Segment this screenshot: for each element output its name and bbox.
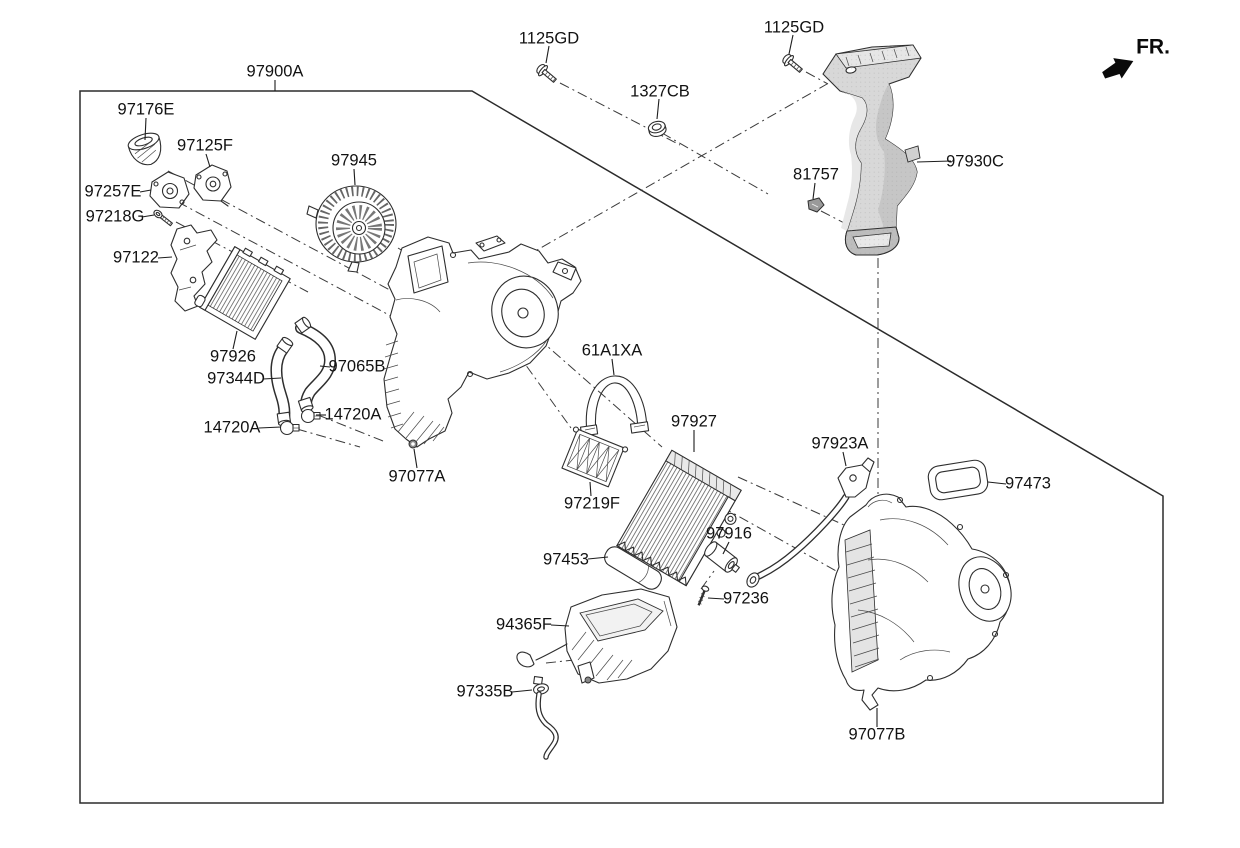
part-label-97900A[interactable]: 97900A [247, 62, 304, 80]
part-97453-insulator-drawing [604, 546, 662, 590]
part-1327CB-nut-drawing [647, 120, 667, 138]
part-97122-bracket-drawing [170, 224, 218, 312]
part-97257E-actuator-drawing [149, 171, 190, 209]
part-97077A-front-case-drawing [383, 235, 582, 449]
part-97176E-grommet-drawing [127, 132, 162, 166]
part-97125F-actuator-drawing [193, 164, 232, 207]
part-label-97077B[interactable]: 97077B [849, 725, 906, 743]
part-label-97930C[interactable]: 97930C [946, 152, 1004, 170]
part-label-97335B[interactable]: 97335B [457, 682, 514, 700]
part-97916-sensor-drawing [704, 541, 740, 573]
part-97930C-rear-duct-drawing [822, 44, 922, 256]
part-97236-screw-drawing [697, 585, 710, 606]
part-label-97344D[interactable]: 97344D [207, 369, 265, 387]
fr-direction-indicator: FR. [1102, 36, 1170, 79]
part-97927-evaporator-drawing [616, 449, 742, 587]
part-97077B-rear-case-drawing [831, 493, 1012, 711]
part-label-97916[interactable]: 97916 [706, 524, 752, 542]
part-label-97122[interactable]: 97122 [113, 248, 159, 266]
fr-label: FR. [1136, 36, 1170, 59]
part-label-1125GD-2[interactable]: 1125GD [764, 18, 824, 36]
part-label-14720A-1[interactable]: 14720A [325, 405, 382, 423]
part-label-97923A[interactable]: 97923A [812, 434, 869, 452]
part-label-97945[interactable]: 97945 [331, 151, 377, 169]
part-label-97219F[interactable]: 97219F [564, 494, 620, 512]
part-97923A-drain-tube-drawing [746, 457, 875, 588]
part-label-97473[interactable]: 97473 [1005, 474, 1051, 492]
part-label-97926[interactable]: 97926 [210, 347, 256, 365]
part-61A1XA-bracket-drawing [579, 375, 650, 437]
part-label-97236[interactable]: 97236 [723, 589, 769, 607]
part-label-97176E[interactable]: 97176E [118, 100, 175, 118]
diagram-border [79, 90, 1164, 804]
part-1125GD-bolt-left-drawing [533, 61, 560, 87]
leader-lines [139, 34, 1007, 727]
part-label-97125F[interactable]: 97125F [177, 136, 233, 154]
part-14720A-clamp-left-drawing [279, 420, 300, 436]
part-97926-heater-core-drawing [194, 246, 291, 340]
part-1125GD-bolt-right-drawing [779, 51, 806, 77]
part-label-97453[interactable]: 97453 [543, 550, 589, 568]
part-97335B-drain-hose-drawing [533, 675, 559, 760]
part-label-61A1XA[interactable]: 61A1XA [582, 341, 643, 359]
part-label-97065B[interactable]: 97065B [329, 357, 386, 375]
part-97945-blower-motor-drawing [306, 185, 397, 273]
part-label-94365F[interactable]: 94365F [496, 615, 552, 633]
part-81757-clip-drawing [807, 197, 825, 213]
part-97065B-hose-drawing [294, 316, 337, 413]
part-label-97077A[interactable]: 97077A [389, 467, 446, 485]
part-97218G-screw-drawing [153, 209, 173, 227]
part-97344D-hose-drawing [270, 336, 294, 427]
part-label-1125GD-1[interactable]: 1125GD [519, 29, 579, 47]
fr-arrow-icon [1102, 58, 1134, 79]
part-97219F-filter-drawing [561, 426, 629, 488]
part-label-97257E[interactable]: 97257E [85, 182, 142, 200]
part-14720A-clamp-right-drawing [300, 408, 321, 424]
part-94365F-lower-case-drawing [516, 588, 678, 684]
part-label-1327CB[interactable]: 1327CB [630, 82, 690, 100]
part-label-97927[interactable]: 97927 [671, 412, 717, 430]
part-label-14720A-2[interactable]: 14720A [204, 418, 261, 436]
part-label-81757[interactable]: 81757 [793, 165, 839, 183]
part-97473-seal-drawing [927, 459, 989, 501]
part-label-97218G[interactable]: 97218G [86, 207, 145, 225]
